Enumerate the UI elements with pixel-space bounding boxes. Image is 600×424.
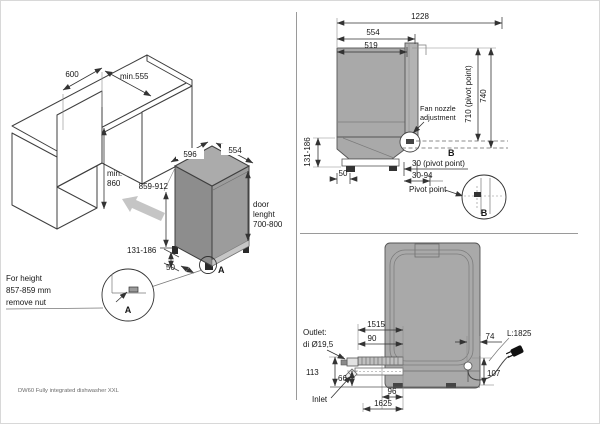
dim-cord-pos: 74 bbox=[486, 332, 495, 341]
dim-hose-gap: 96 bbox=[388, 387, 397, 396]
cord-entry bbox=[463, 361, 473, 371]
dim-foot-offset: 50 bbox=[166, 263, 175, 272]
dim-depth-top: 554 bbox=[366, 28, 380, 37]
dim-depth-inner: 519 bbox=[364, 41, 378, 50]
dim-cord-height: 107 bbox=[487, 369, 501, 378]
plinth-panel bbox=[341, 158, 400, 167]
dim-open-depth: 1228 bbox=[411, 12, 429, 21]
dim-outlet-height: 113 bbox=[306, 368, 319, 377]
dim-side-plinth: 131-186 bbox=[303, 137, 312, 167]
dim-inlet-height: 66 bbox=[338, 374, 347, 383]
dim-outlet-hose-length: 1515 bbox=[367, 320, 385, 329]
outlet-label-2: di Ø19,5 bbox=[303, 340, 334, 349]
plug-icon bbox=[505, 345, 524, 359]
detail-circle-b bbox=[461, 174, 507, 220]
dim-pivot-height: 710 (pivot point) bbox=[464, 65, 473, 123]
fan-nozzle-label-1: Fan nozzle bbox=[420, 104, 456, 113]
dim-opening-width: 600 bbox=[65, 70, 79, 79]
inlet-label: Inlet bbox=[312, 395, 328, 404]
dim-outlet-pos: 90 bbox=[368, 334, 377, 343]
dim-side-foot: 50 bbox=[339, 169, 348, 178]
foot-detail-callout: A For height 857-859 mm remove nut bbox=[5, 268, 155, 322]
dim-plinth-range: 131-186 bbox=[127, 246, 157, 255]
detail-a-label: A bbox=[125, 305, 132, 315]
detail-b-label: B bbox=[481, 208, 488, 218]
side-view: 1228 554 519 710 (pivot point) 740 131-1… bbox=[303, 12, 508, 220]
dim-door-3: 700-800 bbox=[253, 220, 283, 229]
fan-nozzle-label-2: adjustment bbox=[420, 113, 456, 122]
rear-view: 1515 90 74 L:1825 113 66 107 96 1625 Out… bbox=[303, 242, 532, 412]
note-line-1: For height bbox=[6, 274, 43, 283]
dim-niche-height-2: 860 bbox=[107, 179, 121, 188]
note-line-2: 857-859 mm bbox=[6, 286, 51, 295]
outlet-hose bbox=[340, 356, 404, 367]
dim-install-height: 859-912 bbox=[139, 182, 169, 191]
detail-circle-a bbox=[101, 268, 155, 322]
dim-door-1: door bbox=[253, 200, 269, 209]
note-line-3: remove nut bbox=[6, 298, 47, 307]
detail-marker-a-label: A bbox=[218, 265, 225, 275]
dim-machine-depth: 554 bbox=[228, 146, 242, 155]
dim-counter-depth: min.555 bbox=[120, 72, 149, 81]
dim-machine-width: 596 bbox=[183, 150, 197, 159]
pivot-point-label: Pivot point bbox=[409, 185, 447, 194]
dim-door-2: lenght bbox=[253, 210, 276, 219]
counter-bracket bbox=[418, 44, 427, 55]
dim-pivot-offset: 30 (pivot point) bbox=[412, 159, 465, 168]
dim-niche-height-1: min. bbox=[107, 169, 122, 178]
top-cutout bbox=[414, 243, 440, 258]
pivot-bolt-icon bbox=[474, 192, 481, 197]
power-cord bbox=[467, 355, 510, 381]
dim-cord-length: L:1825 bbox=[507, 329, 532, 338]
outlet-label-1: Outlet: bbox=[303, 328, 327, 337]
insert-direction-arrow-icon bbox=[122, 196, 165, 221]
dishwasher-isometric: 596 554 859-912 door lenght 700-800 131-… bbox=[127, 141, 283, 288]
marker-b-label: B bbox=[448, 148, 455, 158]
nut-icon bbox=[128, 286, 139, 293]
dim-total-height: 740 bbox=[479, 89, 488, 103]
model-footer-label: DW60 Fully integrated dishwasher XXL bbox=[18, 388, 120, 394]
detail-marker-circle-a bbox=[199, 256, 217, 274]
dim-pivot-range: 30-94 bbox=[412, 171, 433, 180]
niche-isometric-view: 600 min.555 min. 860 bbox=[11, 54, 193, 230]
dim-inlet-hose-length: 1625 bbox=[374, 399, 392, 408]
